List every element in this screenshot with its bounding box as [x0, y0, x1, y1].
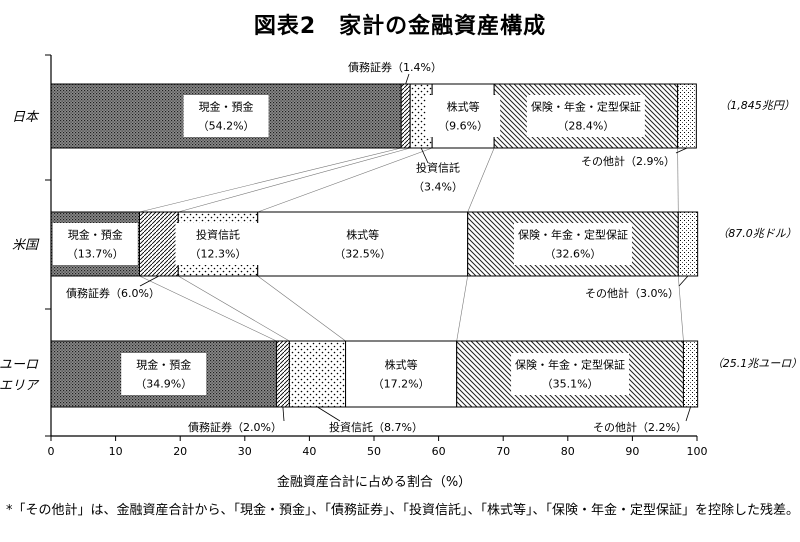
connector-line — [467, 147, 495, 213]
x-tick-label: 50 — [367, 445, 381, 458]
leader-line — [405, 73, 410, 85]
total-label: （87.0兆ドル） — [717, 227, 797, 240]
x-axis-label: 金融資産合計に占める割合（%） — [276, 475, 472, 490]
category-label: 米国 — [12, 238, 40, 253]
bar-segment — [400, 83, 411, 149]
value-label: （28.4%） — [557, 120, 614, 133]
label-background — [320, 223, 406, 265]
value-label: 投資信託 — [196, 228, 240, 242]
value-label: 株式等 — [385, 358, 418, 372]
label-background — [358, 353, 444, 395]
x-tick-label: 30 — [238, 445, 252, 458]
connector-line — [257, 147, 433, 213]
category-label: エリア — [0, 379, 40, 394]
label-background — [513, 223, 632, 265]
value-label: その他計（2.9%） — [581, 154, 675, 168]
value-label: その他計（3.0%） — [585, 286, 679, 300]
value-label: （32.5%） — [334, 248, 391, 261]
label-background — [183, 95, 269, 137]
leader-line — [282, 406, 285, 422]
connector-line — [456, 275, 468, 342]
x-tick-label: 0 — [48, 445, 55, 458]
label-background — [121, 353, 207, 395]
footnote: *「その他計」は、金融資産合計から、「現金・預金」、「債務証券」、「投資信託」、… — [6, 503, 800, 518]
total-label: （25.1兆ユーロ） — [712, 357, 800, 370]
leader-line — [685, 406, 691, 422]
value-label: （35.1%） — [542, 378, 599, 391]
label-background — [426, 95, 501, 137]
connector-line — [677, 147, 679, 213]
x-tick-label: 90 — [625, 445, 639, 458]
connector-line — [677, 275, 684, 342]
value-label: 投資信託 — [416, 161, 460, 175]
value-label: 株式等 — [447, 100, 480, 114]
value-label: 現金・預金 — [68, 228, 123, 242]
connector-line — [139, 147, 402, 213]
category-label: 日本 — [12, 110, 40, 125]
value-label: （12.3%） — [190, 248, 247, 261]
x-tick-label: 100 — [687, 445, 708, 458]
x-tick-label: 20 — [173, 445, 187, 458]
connector-line — [178, 147, 411, 213]
leader-line — [420, 147, 429, 164]
bar-segment — [288, 340, 347, 408]
connector-line — [139, 275, 277, 342]
bar-segment — [682, 340, 699, 408]
value-label: その他計（2.2%） — [593, 420, 687, 434]
value-label: 現金・預金 — [199, 100, 254, 114]
value-label: 保険・年金・定型保証 — [515, 358, 625, 372]
value-label: （17.2%） — [373, 378, 430, 391]
connector-line — [257, 275, 346, 342]
value-label: （34.9%） — [135, 378, 192, 391]
leader-line — [678, 275, 689, 287]
value-label: 債務証券（6.0%） — [66, 286, 160, 300]
value-label: （13.7%） — [67, 248, 124, 261]
x-tick-label: 70 — [496, 445, 510, 458]
x-tick-label: 80 — [561, 445, 575, 458]
bar-segment — [493, 83, 679, 149]
label-background — [175, 223, 261, 265]
value-label: 保険・年金・定型保証 — [531, 100, 641, 114]
category-label: ユーロ — [0, 358, 39, 373]
x-tick-label: 40 — [302, 445, 316, 458]
bar-segment — [139, 211, 179, 277]
value-label: 保険・年金・定型保証 — [518, 228, 628, 242]
chart-title: 図表2 家計の金融資産構成 — [253, 14, 547, 39]
x-tick-label: 60 — [432, 445, 446, 458]
connector-line — [178, 275, 290, 342]
bar-segment — [677, 83, 697, 149]
value-label: 債務証券（2.0%） — [188, 420, 282, 434]
value-label: 株式等 — [346, 228, 379, 242]
value-label: 現金・預金 — [136, 358, 191, 372]
leader-line — [675, 147, 688, 154]
leader-line — [317, 406, 341, 422]
value-label: （32.6%） — [544, 248, 601, 261]
label-background — [52, 223, 138, 265]
value-label: （9.6%） — [438, 120, 488, 133]
total-label: （1,845兆円） — [719, 99, 795, 112]
label-background — [526, 95, 645, 137]
bar-segment — [677, 211, 699, 277]
value-label: （3.4%） — [413, 181, 463, 194]
value-label: 債務証券（1.4%） — [348, 60, 442, 74]
label-background — [511, 353, 630, 395]
x-tick-label: 10 — [109, 445, 123, 458]
bar-segment — [275, 340, 290, 408]
leader-line — [139, 275, 160, 287]
value-label: 投資信託（8.7%） — [329, 420, 423, 434]
value-label: （54.2%） — [198, 120, 255, 133]
